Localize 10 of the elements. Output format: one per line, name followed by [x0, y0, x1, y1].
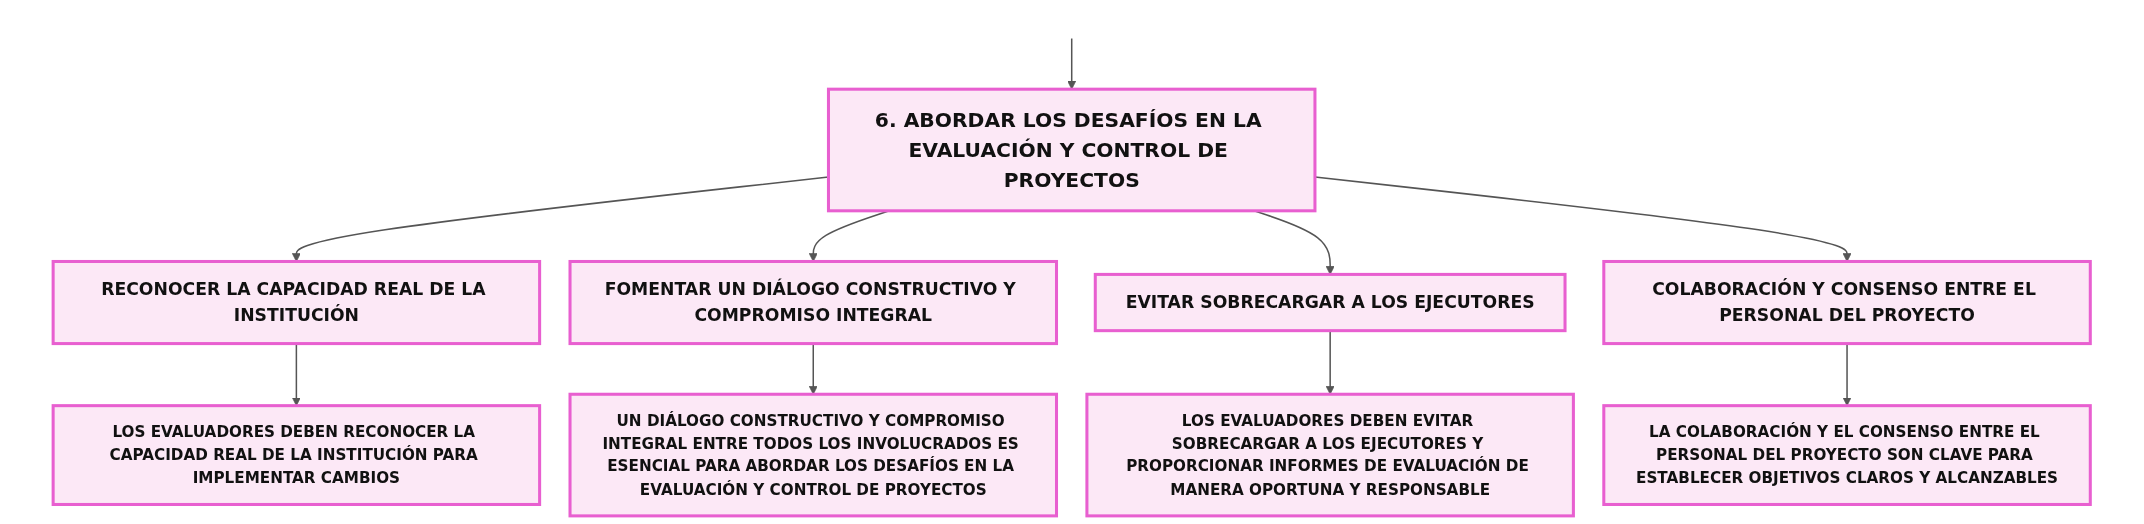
node-box: LOS EVALUADORES DEBEN EVITAR SOBRECARGAR A LOS EJECUTORES Y PROPORCIONAR INFORMES DE EVALUACIÓN DE MANERA OPORTUNA Y RESPONSABLE [1085, 392, 1576, 518]
node-box: EVITAR SOBRECARGAR A LOS EJECUTORES [1094, 272, 1567, 333]
node-box: UN DIÁLOGO CONSTRUCTIVO Y COMPROMISO INTEGRAL ENTRE TODOS LOS INVOLUCRADOS ES ESENCIAL PARA ABORDAR LOS DESAFÍOS EN LA EVALUACIÓN Y CONTROL DE PROYECTOS [568, 392, 1059, 518]
node-box: FOMENTAR UN DIÁLOGO CONSTRUCTIVO Y COMPROMISO INTEGRAL [568, 259, 1059, 346]
node-box: 6. ABORDAR LOS DESAFÍOS EN LA EVALUACIÓN Y CONTROL DE PROYECTOS [827, 87, 1317, 213]
arrow [1067, 37, 1077, 90]
node-box: LOS EVALUADORES DEBEN RECONOCER LA CAPACIDAD REAL DE LA INSTITUCIÓN PARA IMPLEMENTAR CAMBIOS [51, 404, 542, 506]
node-box: COLABORACIÓN Y CONSENSO ENTRE EL PERSONAL DEL PROYECTO [1602, 259, 2093, 346]
node-box: RECONOCER LA CAPACIDAD REAL DE LA INSTITUCIÓN [51, 259, 542, 346]
node-box: LA COLABORACIÓN Y EL CONSENSO ENTRE EL PERSONAL DEL PROYECTO SON CLAVE PARA ESTABLECER OBJETIVOS CLAROS Y ALCANZABLES [1602, 404, 2093, 506]
